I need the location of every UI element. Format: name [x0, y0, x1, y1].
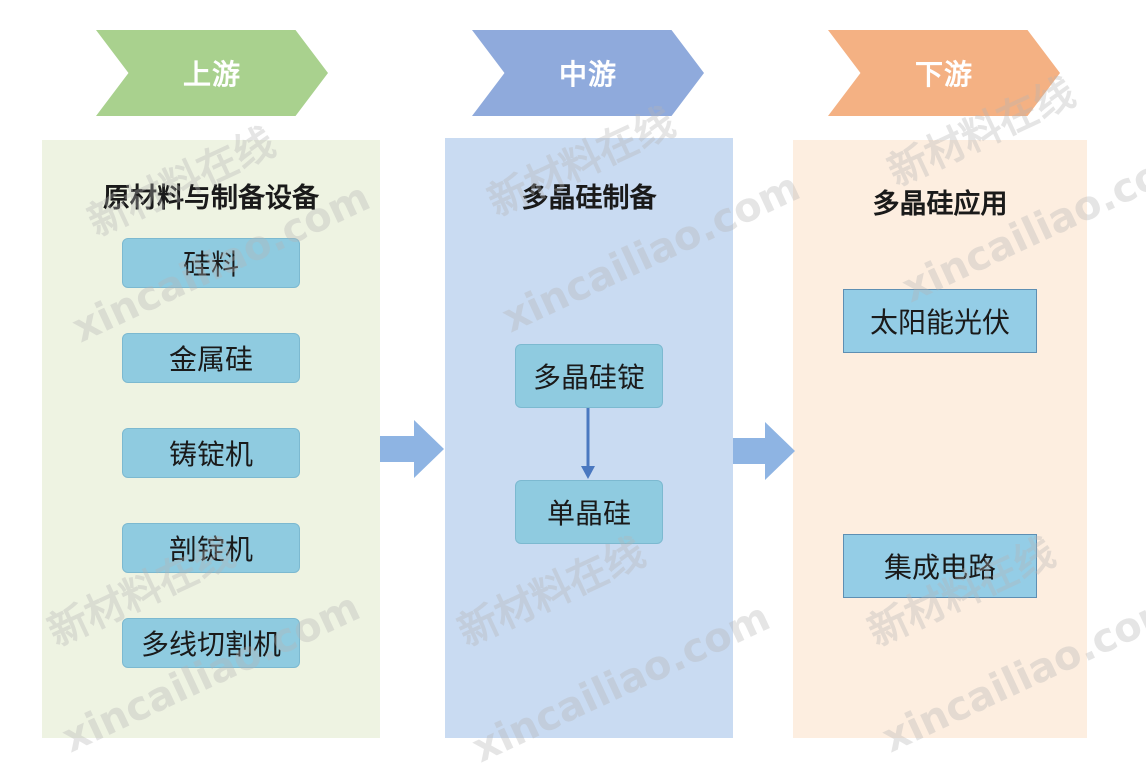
- downstream-item-solar-pv: 太阳能光伏: [843, 289, 1037, 353]
- box-label: 多晶硅锭: [532, 361, 645, 394]
- box-label: 硅料: [182, 248, 239, 281]
- midstream-item-monocrystalline-silicon: 单晶硅: [515, 480, 663, 544]
- box-label: 单晶硅: [546, 497, 631, 530]
- upstream-item-metallic-silicon: 金属硅: [122, 333, 300, 383]
- box-label: 铸锭机: [168, 438, 253, 471]
- upstream-item-multi-wire-saw: 多线切割机: [122, 618, 300, 668]
- upstream-item-silicon-material: 硅料: [122, 238, 300, 288]
- upstream-item-ingot-casting-machine: 铸锭机: [122, 428, 300, 478]
- midstream-label: 中游: [558, 58, 617, 91]
- downstream-panel: 多晶硅应用 太阳能光伏 集成电路: [793, 140, 1087, 738]
- right-arrow-upstream-to-midstream: [380, 420, 444, 478]
- upstream-item-ingot-cutting-machine: 剖锭机: [122, 523, 300, 573]
- box-label: 太阳能光伏: [869, 306, 1010, 339]
- down-arrow: [581, 408, 595, 479]
- upstream-label: 上游: [182, 58, 241, 91]
- downstream-title: 多晶硅应用: [872, 189, 1008, 220]
- upstream-chevron: 上游: [96, 30, 328, 116]
- midstream-chevron: 中游: [472, 30, 704, 116]
- box-label: 集成电路: [883, 551, 996, 584]
- right-arrow-midstream-to-downstream: [733, 422, 795, 480]
- box-label: 金属硅: [168, 343, 253, 376]
- downstream-item-integrated-circuit: 集成电路: [843, 534, 1037, 598]
- box-label: 剖锭机: [168, 533, 253, 566]
- midstream-item-polysilicon-ingot: 多晶硅锭: [515, 344, 663, 408]
- upstream-panel: 原材料与制备设备 硅料 金属硅 铸锭机 剖锭机 多线切割机: [42, 140, 380, 738]
- box-label: 多线切割机: [140, 628, 281, 661]
- midstream-panel: 多晶硅制备 多晶硅锭 单晶硅: [445, 138, 733, 738]
- upstream-title: 原材料与制备设备: [103, 183, 319, 214]
- downstream-chevron: 下游: [828, 30, 1060, 116]
- midstream-title: 多晶硅制备: [521, 183, 657, 214]
- downstream-label: 下游: [914, 58, 973, 91]
